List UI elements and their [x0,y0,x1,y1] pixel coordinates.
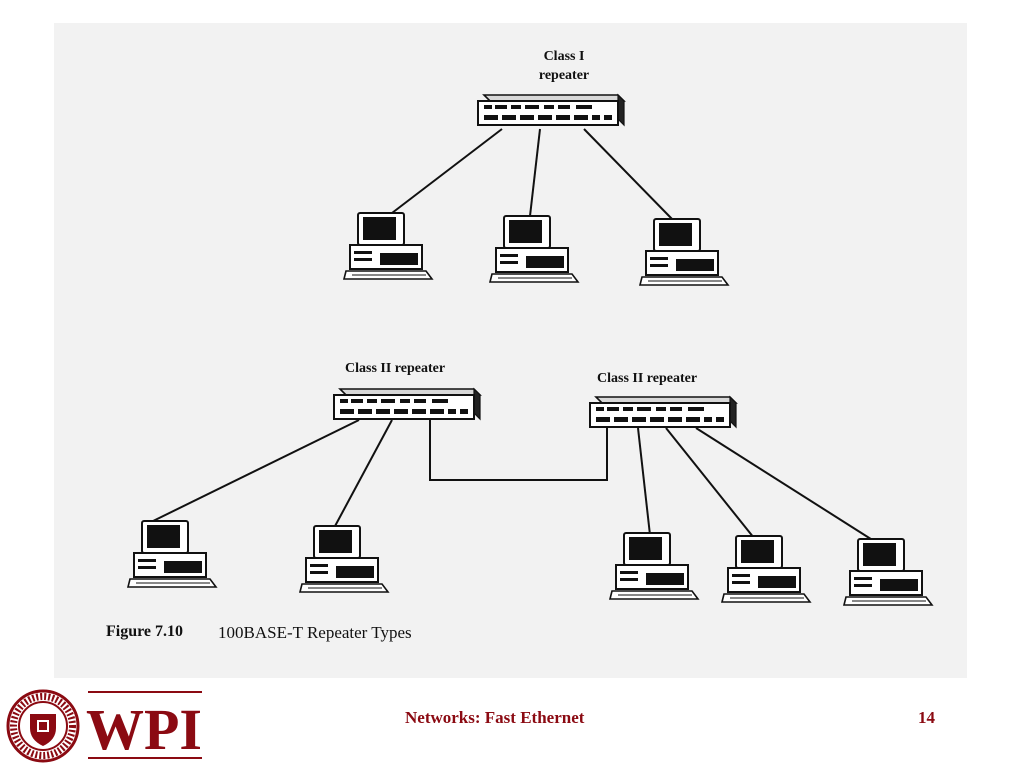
class-ii-right-label: Class II repeater [597,371,698,386]
computer-3 [639,218,729,286]
computer-8 [843,538,933,606]
class-i-repeater [477,94,625,126]
footer-title: Networks: Fast Ethernet [405,708,585,727]
computer-4 [127,520,217,588]
figure-caption: 100BASE-T Repeater Types [218,623,412,642]
wpi-seal-icon: WPI [6,689,202,763]
computer-5 [299,525,389,593]
computer-6 [609,532,699,600]
computer-1 [343,212,433,280]
computer-2 [489,215,579,283]
computer-7 [721,535,811,603]
class-ii-repeater-left [333,388,481,420]
class-i-label-line2: repeater [538,68,590,83]
figure-number: Figure 7.10 [106,623,184,640]
figure-scan: Class I repeater Class II repeater Class… [54,23,967,678]
class-ii-left-label: Class II repeater [345,361,446,376]
wpi-logo: WPI [6,688,206,769]
network-diagram [127,94,933,606]
class-i-label-line1: Class I [543,49,585,64]
class-i-label: Class I repeater [510,47,618,85]
page-number: 14 [918,708,935,727]
wpi-logo-text: WPI [86,697,202,762]
class-ii-repeater-right [589,396,737,428]
